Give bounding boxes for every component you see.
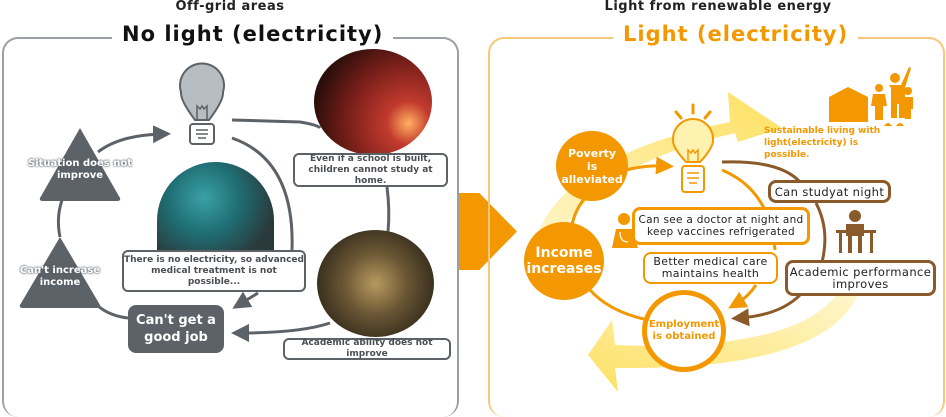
employment-obtained-circle: Employment is obtained	[642, 290, 726, 372]
student-desk-icon	[836, 210, 876, 253]
photo-medical-workers	[157, 162, 274, 252]
triangle-label-situation: Situation does not improve	[28, 158, 132, 181]
can-study-night-box: Can studyat night	[768, 180, 891, 203]
left-subtitle: Off-grid areas	[175, 0, 285, 14]
sustainable-living-text: Sustainable living with light(electricit…	[764, 126, 881, 160]
left-cycle-arrows	[19, 62, 391, 342]
cant-get-job-box: Can't get a good job	[128, 305, 224, 353]
academic-performance-box: Academic performance improves	[785, 260, 936, 296]
right-subtitle: Light from renewable energy	[604, 0, 832, 14]
better-medical-care-box: Better medical care maintains health	[643, 252, 778, 284]
left-title: No light (electricity)	[112, 22, 394, 46]
callout-medical: There is no electricity, so advanced med…	[122, 250, 306, 292]
triangle-label-income: Can't increase income	[19, 265, 101, 288]
lightbulb-on-icon	[671, 103, 715, 193]
photo-children-playing	[317, 230, 434, 337]
photo-child-sleeping-candle	[314, 49, 432, 155]
yellow-cycle-arrow-top	[530, 92, 782, 265]
lightbulb-off-icon	[179, 62, 225, 145]
income-increases-circle: Income increases	[524, 222, 604, 300]
triangle-situation	[39, 128, 121, 201]
village-family-icon	[829, 67, 913, 126]
poverty-alleviated-circle: Poverty is alleviated	[556, 131, 628, 201]
doctor-icon	[612, 213, 638, 248]
callout-school: Even if a school is built, children cann…	[293, 153, 448, 187]
triangle-income	[19, 237, 101, 308]
yellow-cycle-arrow-bottom	[588, 290, 860, 392]
see-doctor-night-box: Can see a doctor at night and keep vacci…	[632, 207, 810, 245]
right-title: Light (electricity)	[613, 22, 859, 46]
callout-academic: Academic ability does not improve	[283, 338, 451, 360]
